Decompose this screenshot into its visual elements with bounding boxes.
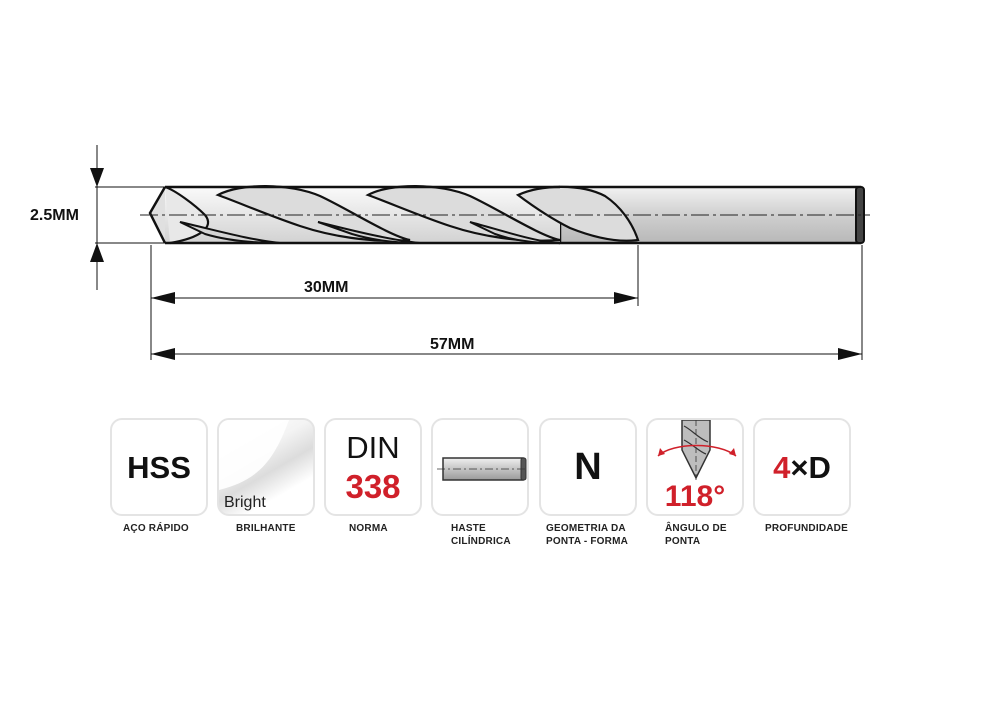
badge-bright-text: Bright [224,494,266,511]
point-angle-icon [657,420,737,480]
badge-hss: HSS [110,418,208,516]
badge-geometry-caption: GEOMETRIA DA PONTA - FORMA [546,523,629,547]
badge-bright-caption: BRILHANTE [236,523,296,534]
badge-din-line2: 338 [345,468,401,505]
badge-geometry-text: N [574,446,602,488]
depth-multiplier: 4 [773,450,791,485]
badge-depth-text: 4×D [755,450,849,486]
cylinder-icon [437,457,527,481]
badge-hss-text: HSS [127,450,191,485]
flute-length-label: 30MM [304,279,348,296]
badge-din-caption: NORMA [349,523,388,534]
badge-depth: 4×D [753,418,851,516]
badge-angle: 118° [646,418,744,516]
badge-angle-caption: ÂNGULO DE PONTA [665,523,727,547]
gloss-shape [219,420,289,490]
total-length-label: 57MM [430,336,474,353]
diameter-label: 2.5MM [30,207,79,224]
badge-shank-caption: HASTE CILÍNDRICA [451,523,511,547]
drill-flutes [164,185,640,245]
badge-hss-caption: AÇO RÁPIDO [123,523,189,534]
badge-depth-value: 4×D [773,450,831,485]
total-length-dimension [151,245,863,360]
badge-din-line1: DIN [346,430,400,465]
diameter-dimension [90,145,165,290]
depth-unit: ×D [790,450,831,485]
badge-geometry: N [539,418,637,516]
badge-din: DIN 338 [324,418,422,516]
badge-shank [431,418,529,516]
badge-bright: Bright [217,418,315,516]
drill-drawing: 2.5MM 30MM 57MM [30,145,870,360]
badge-depth-caption: PROFUNDIDADE [765,523,848,534]
badge-angle-text: 118° [664,480,726,513]
flute-length-dimension [150,245,639,360]
